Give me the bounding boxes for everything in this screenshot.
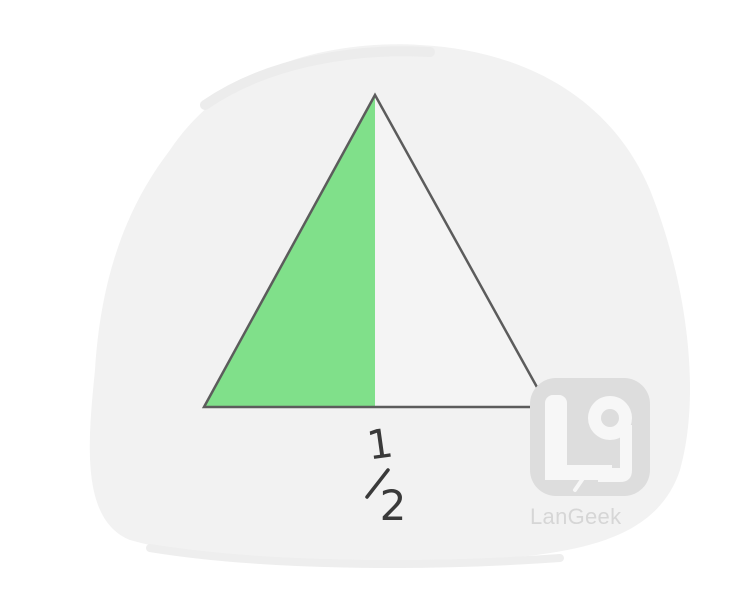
fraction-numerator: 1 <box>364 420 396 469</box>
fraction-bar <box>365 468 390 499</box>
fraction-denominator: 2 <box>380 481 407 530</box>
watermark-logo <box>530 378 650 496</box>
triangle-outline <box>201 92 551 409</box>
background-blob-stroke <box>200 46 435 110</box>
background-blob-stroke-bottom <box>146 544 564 568</box>
watermark-brand-text: LanGeek <box>530 504 622 529</box>
